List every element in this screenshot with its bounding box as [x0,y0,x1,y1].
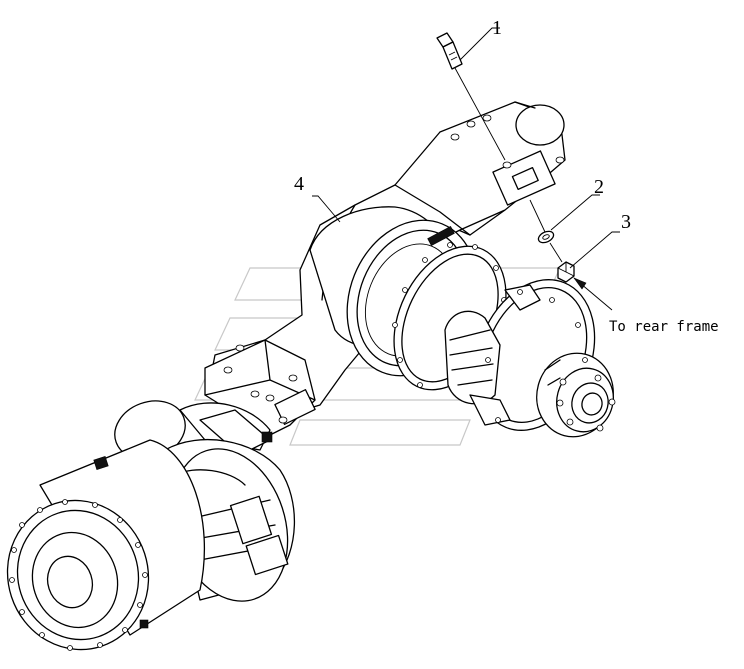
bolt-part-1 [436,32,463,70]
leader-lines [312,27,620,311]
washer-part-2 [537,230,555,244]
differential-assembly [444,279,616,438]
callout-4: 4 [294,173,304,195]
wheel-hub-assembly [6,400,296,651]
nut-part-3 [557,261,575,283]
callout-1: 1 [492,17,502,39]
note-to-rear-frame: To rear frame [609,319,719,335]
callout-2: 2 [594,176,604,198]
callout-3: 3 [621,211,631,233]
